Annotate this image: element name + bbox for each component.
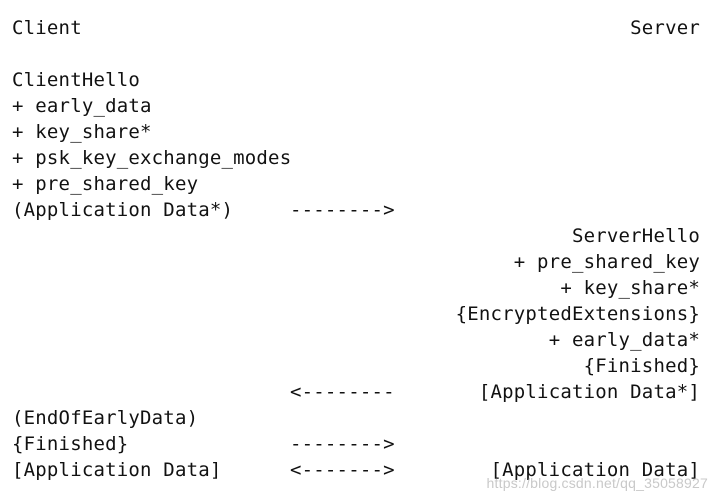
server-app-data: [Application Data] (490, 459, 700, 481)
client-hello-ext-early-data: + early_data (12, 95, 152, 117)
server-finished: {Finished} (583, 355, 700, 377)
server-hello-title: ServerHello (571, 225, 700, 247)
arrow-to-server-2: --------> (290, 433, 395, 455)
server-app-data-early: [Application Data*] (478, 381, 700, 403)
server-hello-ext-key-share: + key_share* (560, 277, 700, 299)
client-hello-ext-pre-shared-key: + pre_shared_key (12, 173, 199, 195)
server-early-data: + early_data* (548, 329, 700, 351)
client-column-header: Client (12, 17, 82, 39)
arrow-to-client: <-------- (290, 381, 395, 403)
arrow-to-server-1: --------> (290, 199, 395, 221)
client-end-of-early-data: (EndOfEarlyData) (12, 407, 199, 429)
client-hello-app-data: (Application Data*) (12, 199, 234, 221)
watermark-text: https://blog.csdn.net/qq_35058927 (486, 475, 708, 491)
server-column-header: Server (630, 17, 700, 39)
client-hello-ext-key-share: + key_share* (12, 121, 152, 143)
server-encrypted-extensions: {EncryptedExtensions} (455, 303, 700, 325)
server-hello-ext-pre-shared-key: + pre_shared_key (513, 251, 700, 273)
client-hello-ext-psk-modes: + psk_key_exchange_modes (12, 147, 292, 169)
arrow-bidirectional: <-------> (290, 459, 395, 481)
client-app-data: [Application Data] (12, 459, 222, 481)
client-hello-title: ClientHello (12, 69, 141, 91)
client-finished: {Finished} (12, 433, 129, 455)
